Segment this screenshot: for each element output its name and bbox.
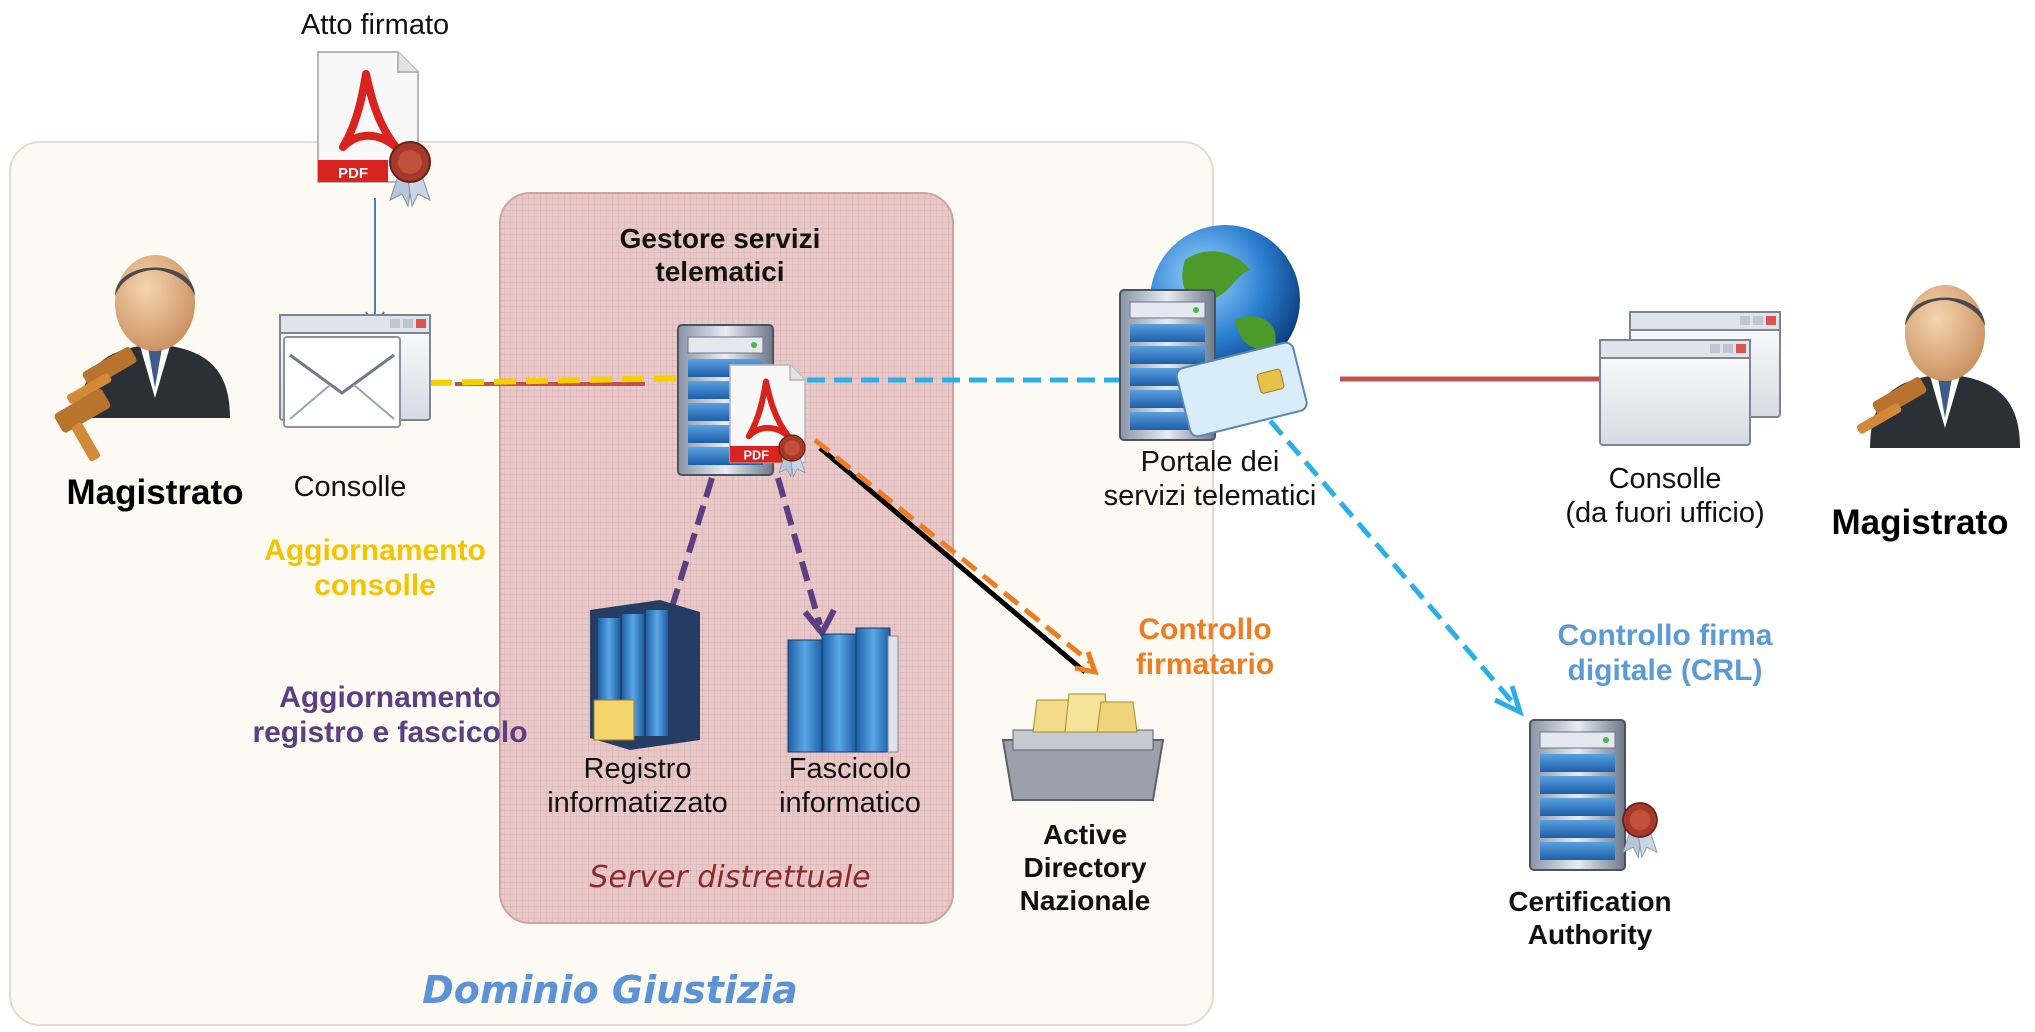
update-console-line1: Aggiornamento [264,534,486,567]
seal-icon [1622,802,1658,859]
update-console-line2: consolle [314,569,436,603]
console-right-line2: (da fuori ufficio) [1565,497,1765,530]
active-directory-label: Active Directory Nazionale [985,818,1185,917]
sig-check-line2: digitale (CRL) [1567,654,1763,688]
magistrate-left-label: Magistrato [66,473,244,512]
ad-line1: Active [1042,819,1128,850]
ad-line2: Directory [1023,852,1147,884]
signer-check-line2: firmatario [1135,648,1275,682]
ca-label: Certification Authority [1470,885,1710,951]
update-registry-line1: Aggiornamento [279,681,501,714]
registry-line2: informatizzato [547,787,728,820]
gavel-icon [54,388,111,462]
registry-label: Registro informatizzato [525,752,750,820]
registry-update-flow [665,477,715,621]
portal-line2: servizi telematici [1103,480,1317,513]
books-icon [787,627,899,753]
manager-label: Gestore servizi telematici [560,222,880,288]
signer-check-label: Controllo firmatario [1110,612,1300,683]
domain-title: Dominio Giustizia [422,968,798,1012]
console-right-label: Consolle (da fuori ufficio) [1540,462,1790,530]
pdf-icon: PDF [730,365,805,463]
portal-to-ca-flow [1233,378,1517,707]
portal-line1: Portale dei [1140,446,1280,478]
file-line1: Fascicolo [788,753,912,785]
signer-check-line1: Controllo [1138,613,1272,646]
server-icon [1529,719,1626,871]
binder-icon [590,600,700,750]
manager-ad-link [818,446,1087,674]
signed-act-label: Atto firmato [300,9,450,41]
console-left-label: Consolle [293,471,407,503]
signature-check-label: Controllo firma digitale (CRL) [1530,618,1800,689]
magistrate-icon [1855,285,2020,448]
ca-line1: Certification [1508,886,1672,917]
update-registry-label: Aggiornamento registro e fascicolo [220,680,560,751]
file-line2: informatico [779,787,921,820]
update-console-flow [379,374,741,387]
portal-to-ca-arrowhead [1493,685,1525,717]
sig-check-line1: Controllo firma [1557,619,1773,652]
magistrate-right-label: Magistrato [1831,503,2009,542]
pdf-badge-text: PDF [338,165,368,182]
ad-line3: Nazionale [1019,885,1151,917]
portal-label: Portale dei servizi telematici [1080,445,1340,513]
file-drawer-icon [1001,693,1165,801]
file-label: Fascicolo informatico [760,752,940,820]
registry-line1: Registro [583,753,692,785]
pdf-icon: PDF [318,52,418,182]
file-update-flow [775,477,823,626]
pdf-badge-text: PDF [744,448,770,463]
file-update-arrowhead [802,608,837,639]
mail-window-icon [279,314,431,428]
manager-label-line2: telematici [655,256,785,288]
server-area-title: Server distrettuale [589,860,871,895]
signer-check-arrowhead [1074,651,1099,676]
manager-label-line1: Gestore servizi [619,223,821,254]
ca-line2: Authority [1527,919,1653,951]
update-console-label: Aggiornamento consolle [240,533,510,604]
update-registry-line2: registro e fascicolo [252,716,528,750]
smart-card-icon [1175,341,1308,438]
signer-check-flow [813,438,1092,664]
console-right-line1: Consolle [1608,463,1722,495]
window-icon [1599,339,1751,446]
